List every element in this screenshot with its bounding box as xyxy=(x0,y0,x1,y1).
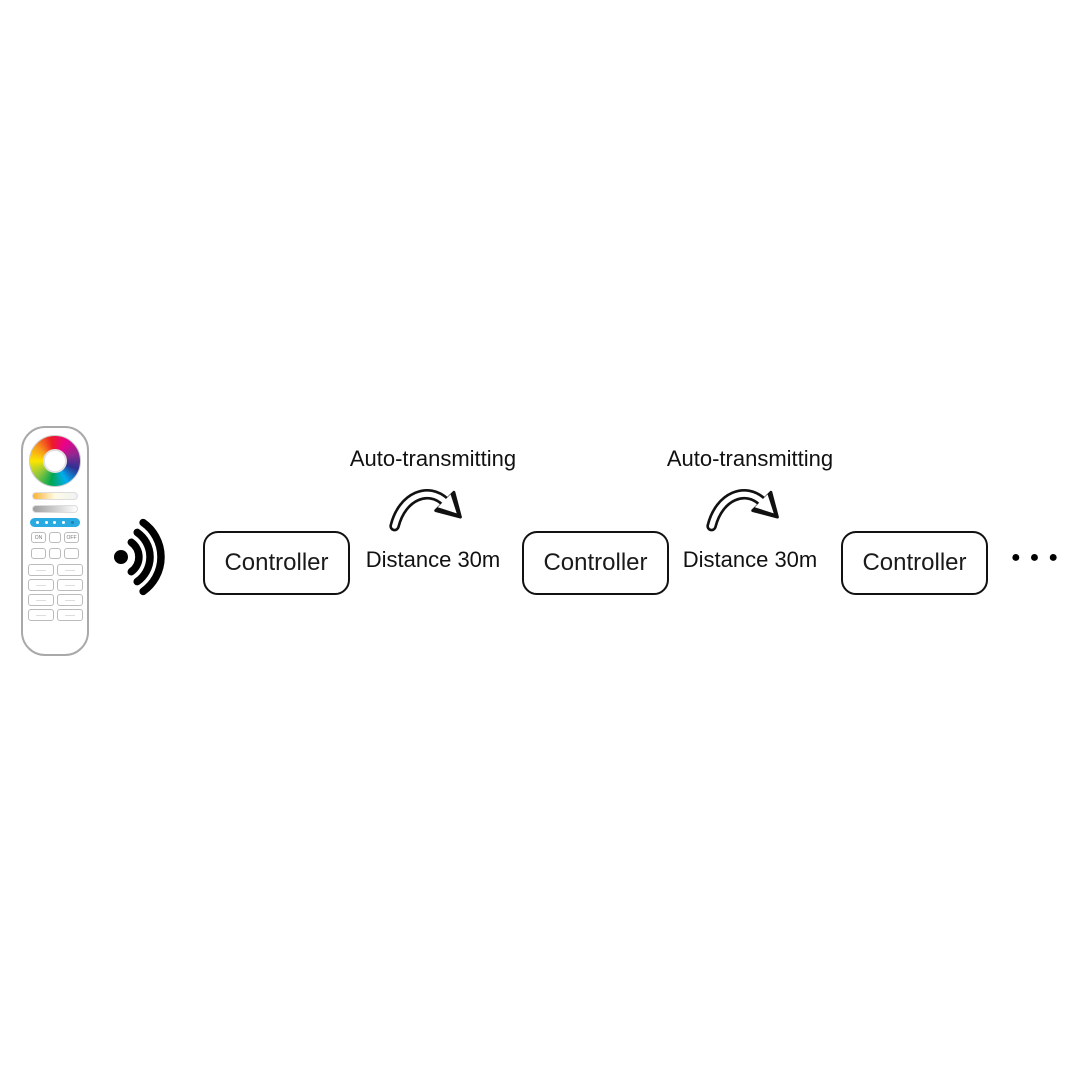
remote-power-row: ON OFF xyxy=(31,532,79,543)
controller-box-3: Controller xyxy=(841,531,988,595)
controller-label: Controller xyxy=(862,549,967,576)
zone-button xyxy=(27,594,54,606)
auto-transmitting-label: Auto-transmitting xyxy=(666,446,834,471)
controller-label: Controller xyxy=(543,549,648,576)
chain-continues-ellipsis: ●●● xyxy=(1011,549,1067,566)
brightness-slider-bar xyxy=(32,505,78,513)
remote-off-button: OFF xyxy=(64,532,79,543)
auto-transmit-arrow-icon xyxy=(389,489,462,532)
color-wheel-center xyxy=(43,449,67,473)
remote-mode-button xyxy=(49,532,61,543)
color-wheel-icon xyxy=(29,435,81,487)
remote-function-button xyxy=(64,548,79,559)
zone-button xyxy=(56,594,83,606)
zone-button xyxy=(27,564,54,576)
zone-indicator-bar xyxy=(30,518,80,527)
rf-signal-icon xyxy=(114,518,165,596)
zone-dot xyxy=(62,521,66,524)
zone-dot xyxy=(53,521,57,524)
zone-button xyxy=(27,579,54,591)
controller-label: Controller xyxy=(224,549,329,576)
zone-button xyxy=(27,609,54,621)
zone-dot xyxy=(44,521,48,524)
hop-1: Auto-transmitting Distance 30m xyxy=(348,446,518,573)
distance-label: Distance 30m xyxy=(682,547,818,572)
remote-control: ON OFF xyxy=(21,426,89,656)
zone-button xyxy=(56,564,83,576)
remote-function-button xyxy=(31,548,46,559)
hop-2: Auto-transmitting Distance 30m xyxy=(665,446,835,573)
zone-dot xyxy=(71,521,75,524)
zone-dot xyxy=(35,521,39,524)
remote-function-row xyxy=(31,548,79,559)
remote-on-button: ON xyxy=(31,532,46,543)
auto-transmitting-label: Auto-transmitting xyxy=(349,446,517,471)
cct-slider-bar xyxy=(32,492,78,500)
controller-box-2: Controller xyxy=(522,531,669,595)
controller-box-1: Controller xyxy=(203,531,350,595)
auto-transmit-arrow-icon xyxy=(706,489,779,532)
zone-button xyxy=(56,579,83,591)
remote-zone-buttons xyxy=(27,564,83,621)
zone-button xyxy=(56,609,83,621)
remote-function-button xyxy=(49,548,61,559)
distance-label: Distance 30m xyxy=(365,547,501,572)
